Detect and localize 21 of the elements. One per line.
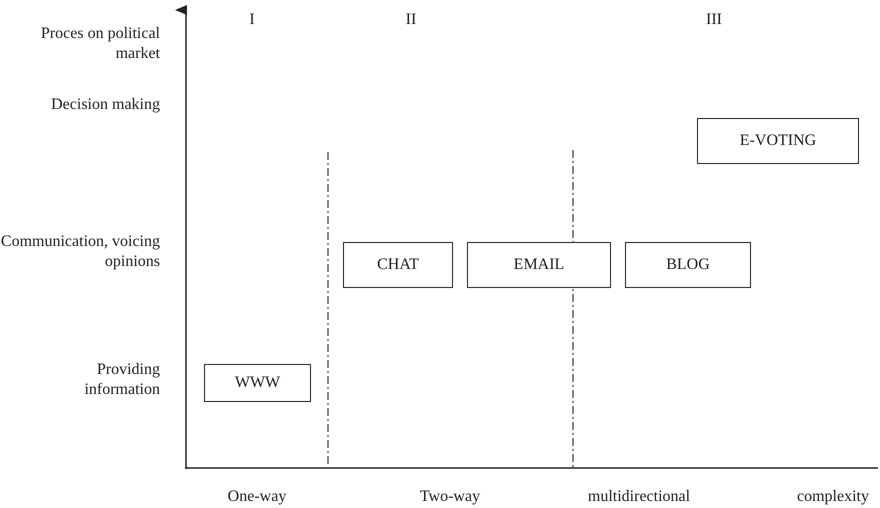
category-box	[204, 364, 311, 402]
category-box	[343, 242, 453, 288]
axis-label: complexity	[796, 487, 870, 507]
axis-label: One-way	[226, 487, 288, 507]
box-label: BLOG	[666, 256, 710, 274]
box-label: WWW	[234, 374, 280, 392]
category-box	[625, 242, 751, 288]
axis-label: multidirectional	[586, 487, 692, 507]
axis-label: I	[248, 10, 256, 30]
category-box	[467, 242, 611, 288]
axis-label: Decision making	[50, 95, 160, 115]
box-label: EMAIL	[514, 256, 564, 274]
axis-label: Providing information	[83, 360, 160, 400]
axis-label: III	[705, 10, 723, 30]
axis-label: Two-way	[418, 487, 482, 507]
box-label: E-VOTING	[740, 132, 816, 150]
box-label: CHAT	[377, 256, 419, 274]
axis-label: Communication, voicing opinions	[0, 232, 160, 272]
axis-label: Proces on political market	[40, 24, 160, 64]
axis-label: II	[404, 10, 418, 30]
category-box	[697, 118, 859, 164]
